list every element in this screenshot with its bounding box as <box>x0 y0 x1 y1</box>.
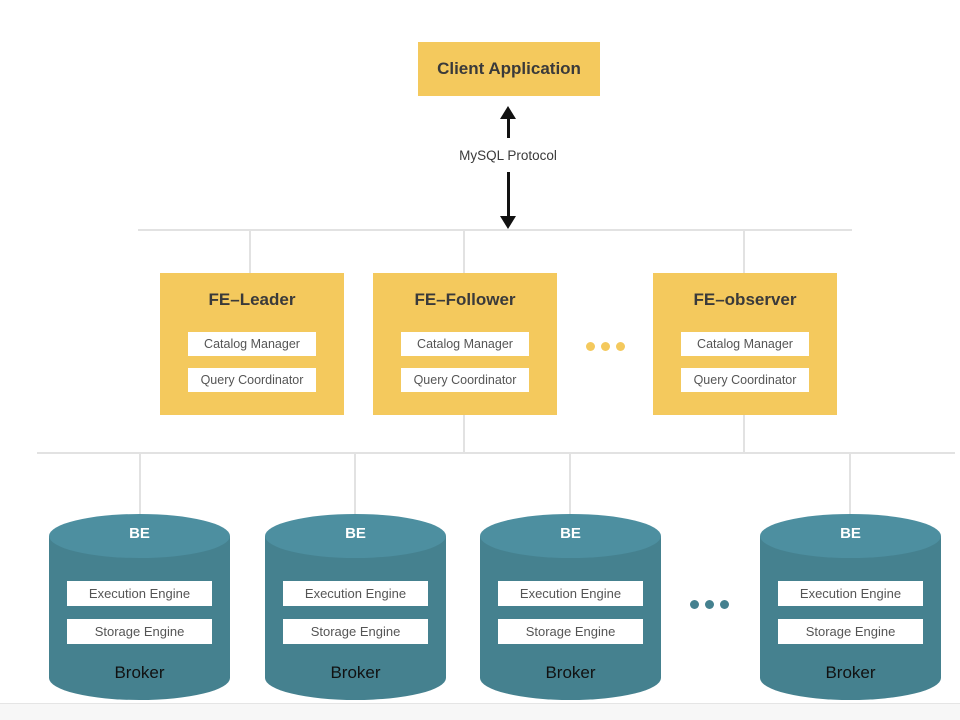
execution-engine-box: Execution Engine <box>283 581 428 606</box>
client-application-box: Client Application <box>418 42 600 96</box>
broker-label: Broker <box>545 663 596 682</box>
cylinder-top <box>49 514 230 558</box>
be-bus-line <box>37 452 955 454</box>
cylinder-top <box>760 514 941 558</box>
dot <box>586 342 595 351</box>
arrow-down-head <box>500 216 516 229</box>
cylinder-body <box>49 536 230 678</box>
fe-ellipsis-dots <box>586 342 625 351</box>
storage-engine-box: Storage Engine <box>283 619 428 644</box>
be-node-4: BE Execution Engine Storage Engine Broke… <box>760 514 941 700</box>
broker-label: Broker <box>330 663 381 682</box>
be-node-2: BE Execution Engine Storage Engine Broke… <box>265 514 446 700</box>
arrow-down-icon <box>500 172 516 229</box>
connector-fe-observer-to-bus <box>743 415 745 452</box>
cylinder-body <box>265 536 446 678</box>
fe-bus-line <box>138 229 852 231</box>
cylinder-top <box>480 514 661 558</box>
fe-leader-title: FE–Leader <box>208 290 296 309</box>
be-node-3: BE Execution Engine Storage Engine Broke… <box>480 514 661 700</box>
arrow-up-icon <box>500 106 516 138</box>
fe-observer-title: FE–observer <box>693 290 797 309</box>
mysql-protocol-label: MySQL Protocol <box>459 148 557 163</box>
dot <box>705 600 714 609</box>
query-coordinator-box: Query Coordinator <box>681 368 809 392</box>
catalog-manager-box: Catalog Manager <box>401 332 529 356</box>
execution-engine-box: Execution Engine <box>778 581 923 606</box>
broker-label: Broker <box>825 663 876 682</box>
fe-follower-node: FE–Follower Catalog Manager Query Coordi… <box>373 273 557 415</box>
broker-label: Broker <box>114 663 165 682</box>
storage-engine-box: Storage Engine <box>67 619 212 644</box>
query-coordinator-box: Query Coordinator <box>401 368 529 392</box>
connector-to-be-2 <box>354 454 356 517</box>
be-ellipsis-dots <box>690 600 729 609</box>
storage-engine-box: Storage Engine <box>498 619 643 644</box>
storage-engine-box: Storage Engine <box>778 619 923 644</box>
catalog-manager-box: Catalog Manager <box>188 332 316 356</box>
connector-to-be-4 <box>849 454 851 517</box>
catalog-manager-box: Catalog Manager <box>681 332 809 356</box>
be-title: BE <box>345 525 366 542</box>
cylinder-body <box>480 536 661 678</box>
dot <box>690 600 699 609</box>
execution-engine-box: Execution Engine <box>67 581 212 606</box>
cylinder-top <box>265 514 446 558</box>
connector-to-fe-observer <box>743 231 745 273</box>
fe-observer-node: FE–observer Catalog Manager Query Coordi… <box>653 273 837 415</box>
connector-fe-follower-to-bus <box>463 415 465 452</box>
bottom-strip <box>0 703 960 720</box>
arrow-up-head <box>500 106 516 119</box>
be-title: BE <box>129 525 150 542</box>
fe-follower-title: FE–Follower <box>414 290 516 309</box>
be-title: BE <box>840 525 861 542</box>
dot <box>616 342 625 351</box>
execution-engine-box: Execution Engine <box>498 581 643 606</box>
connector-to-fe-follower <box>463 231 465 273</box>
fe-leader-node: FE–Leader Catalog Manager Query Coordina… <box>160 273 344 415</box>
dot <box>720 600 729 609</box>
client-application-label: Client Application <box>437 59 581 78</box>
dot <box>601 342 610 351</box>
connector-to-fe-leader <box>249 231 251 273</box>
query-coordinator-box: Query Coordinator <box>188 368 316 392</box>
connector-to-be-3 <box>569 454 571 517</box>
arrow-down-shaft <box>506 172 510 218</box>
be-title: BE <box>560 525 581 542</box>
arrow-up-shaft <box>506 117 510 138</box>
connector-to-be-1 <box>139 454 141 517</box>
be-node-1: BE Execution Engine Storage Engine Broke… <box>49 514 230 700</box>
cylinder-body <box>760 536 941 678</box>
